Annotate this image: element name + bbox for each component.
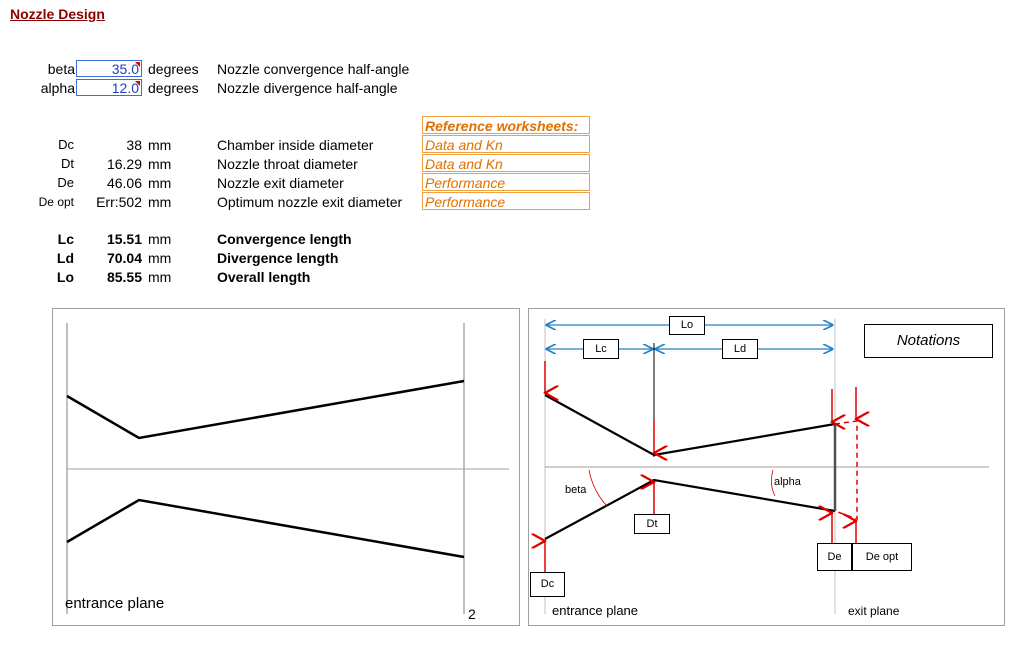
alpha-label: alpha (774, 476, 801, 488)
de-desc: Nozzle exit diameter (217, 175, 344, 191)
alpha-arc (771, 469, 776, 497)
alpha-value: 12.0 (111, 80, 139, 96)
dt-unit: mm (148, 156, 172, 172)
ld-value: 70.04 (106, 250, 142, 266)
notations-title: Notations (864, 324, 993, 358)
alpha-unit: degrees (148, 80, 199, 96)
dc-unit: mm (148, 137, 172, 153)
ld-desc: Divergence length (217, 250, 339, 266)
beta-arc (588, 469, 608, 507)
de-opt-desc: Optimum nozzle exit diameter (217, 194, 403, 210)
nozzle-profile-chart[interactable]: entrance plane 2 (52, 308, 520, 626)
beta-value: 35.0 (111, 61, 139, 77)
beta-desc: Nozzle convergence half-angle (217, 61, 410, 77)
beta-label: beta (565, 484, 587, 496)
lc-desc: Convergence length (217, 231, 352, 247)
upper-wall (66, 379, 465, 440)
beta-input[interactable]: 35.0 (76, 60, 142, 77)
lc-unit: mm (148, 231, 172, 247)
dt-label: Dt (61, 156, 74, 171)
reference-link[interactable]: Performance (422, 192, 590, 210)
lo-box: Lo (669, 316, 705, 335)
corner-label: 2 (468, 606, 476, 622)
lo-unit: mm (148, 269, 172, 285)
beta-unit: degrees (148, 61, 199, 77)
entrance-plane-label: entrance plane (65, 595, 165, 612)
lo-value: 85.55 (106, 269, 142, 285)
ld-box: Ld (722, 339, 758, 359)
de-opt-value: Err:502 (96, 194, 142, 210)
comment-marker-icon (135, 62, 140, 67)
dc-box: Dc (530, 572, 565, 597)
lc-label: Lc (57, 231, 74, 247)
notations-diagram[interactable]: Lo Lc Ld Notations beta alpha Dt Dc De D… (528, 308, 1005, 626)
alpha-desc: Nozzle divergence half-angle (217, 80, 398, 96)
exit-plane-label: exit plane (848, 604, 900, 618)
reference-link[interactable]: Data and Kn (422, 154, 590, 172)
de-opt-label: De opt (38, 195, 74, 209)
page-title: Nozzle Design (10, 6, 105, 22)
ld-label: Ld (56, 250, 74, 266)
lower-wall (66, 498, 465, 559)
lo-desc: Overall length (217, 269, 311, 285)
lo-label: Lo (56, 269, 74, 285)
lc-value: 15.51 (106, 231, 142, 247)
de-box: De (817, 543, 852, 571)
lower-wall (544, 478, 836, 540)
entrance-plane-label: entrance plane (552, 603, 639, 618)
ld-unit: mm (148, 250, 172, 266)
beta-label: beta (47, 61, 75, 77)
de-value: 46.06 (106, 175, 142, 191)
de-opt-box: De opt (852, 543, 912, 571)
reference-link[interactable]: Data and Kn (422, 135, 590, 153)
de-label: De (57, 175, 74, 190)
de-unit: mm (148, 175, 172, 191)
dc-value: 38 (126, 137, 142, 153)
alpha-input[interactable]: 12.0 (76, 79, 142, 96)
optimum-exit-outline (834, 420, 858, 521)
reference-header: Reference worksheets: (422, 116, 590, 134)
nozzle-profile-svg (66, 323, 509, 614)
lc-box: Lc (583, 339, 619, 359)
dt-box: Dt (634, 514, 670, 534)
dc-desc: Chamber inside diameter (217, 137, 374, 153)
comment-marker-icon (135, 81, 140, 86)
de-opt-unit: mm (148, 194, 172, 210)
dt-desc: Nozzle throat diameter (217, 156, 358, 172)
dt-value: 16.29 (106, 156, 142, 172)
dc-label: Dc (58, 137, 74, 152)
upper-wall (544, 394, 836, 457)
reference-link[interactable]: Performance (422, 173, 590, 191)
alpha-label: alpha (40, 80, 75, 96)
